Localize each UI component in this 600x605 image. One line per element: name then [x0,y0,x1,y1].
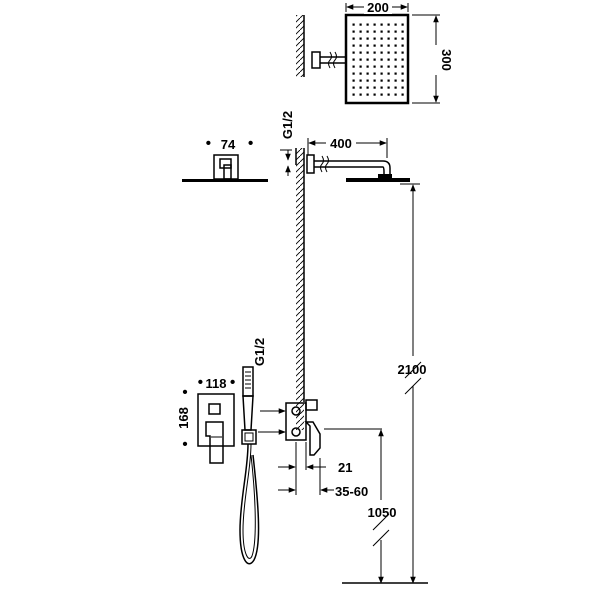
dim-plate-width: 118 [206,376,227,391]
thread-mixer: G1/2 [252,338,286,435]
shower-head-square [344,13,410,105]
label-thread-top: G1/2 [280,111,295,139]
dim-plate-height: 168 [176,407,191,429]
hose [239,443,260,565]
svg-text:•: • [248,135,253,152]
head-side-profile [346,178,410,182]
mixer-lever-side [304,421,321,456]
head-base-line [182,179,268,182]
dim-escutcheon: 74 [221,137,236,152]
depth-dimensions: 21 35-60 [278,442,368,499]
svg-text:•: • [182,436,187,453]
svg-text:•: • [198,374,203,391]
top-view-shower-head: 200 300 [296,0,454,105]
svg-text:•: • [230,374,235,391]
main-wall-section [295,148,305,430]
escutcheon-small-view: • 74 • [182,135,268,182]
hand-shower-holder [241,429,257,445]
mixer-front-view: • 118 • • 168 • [176,374,235,464]
dim-depth-range: 35-60 [335,484,368,499]
dim-wall-offset: 21 [338,460,352,475]
label-thread-mixer: G1/2 [252,338,267,366]
thread-top: G1/2 [280,111,295,176]
mixer-plate [197,393,235,447]
svg-text:•: • [206,135,211,152]
svg-text:•: • [182,384,187,401]
wall-hatch-top [296,15,304,77]
wall-hatch-main [296,148,304,430]
arm-flange [306,154,315,174]
dim-mixer-height: 1050 [368,505,397,520]
dim-total-height-group: 2100 [398,183,430,584]
hand-shower [239,366,260,565]
dim-total-height: 2100 [398,362,427,377]
hand-shower-head [242,366,254,397]
dim-head-width: 200 [367,0,389,15]
mixer-handle-front [205,421,224,464]
shower-head-nozzles [350,19,404,99]
dim-arm-length: 400 [330,136,352,151]
mixer-body-side: 1050 [285,399,398,584]
hand-shower-handle [242,395,254,431]
dim-head-height: 300 [439,49,454,71]
shower-arm-side: 400 [306,136,410,182]
wall-flange-top [311,51,321,69]
